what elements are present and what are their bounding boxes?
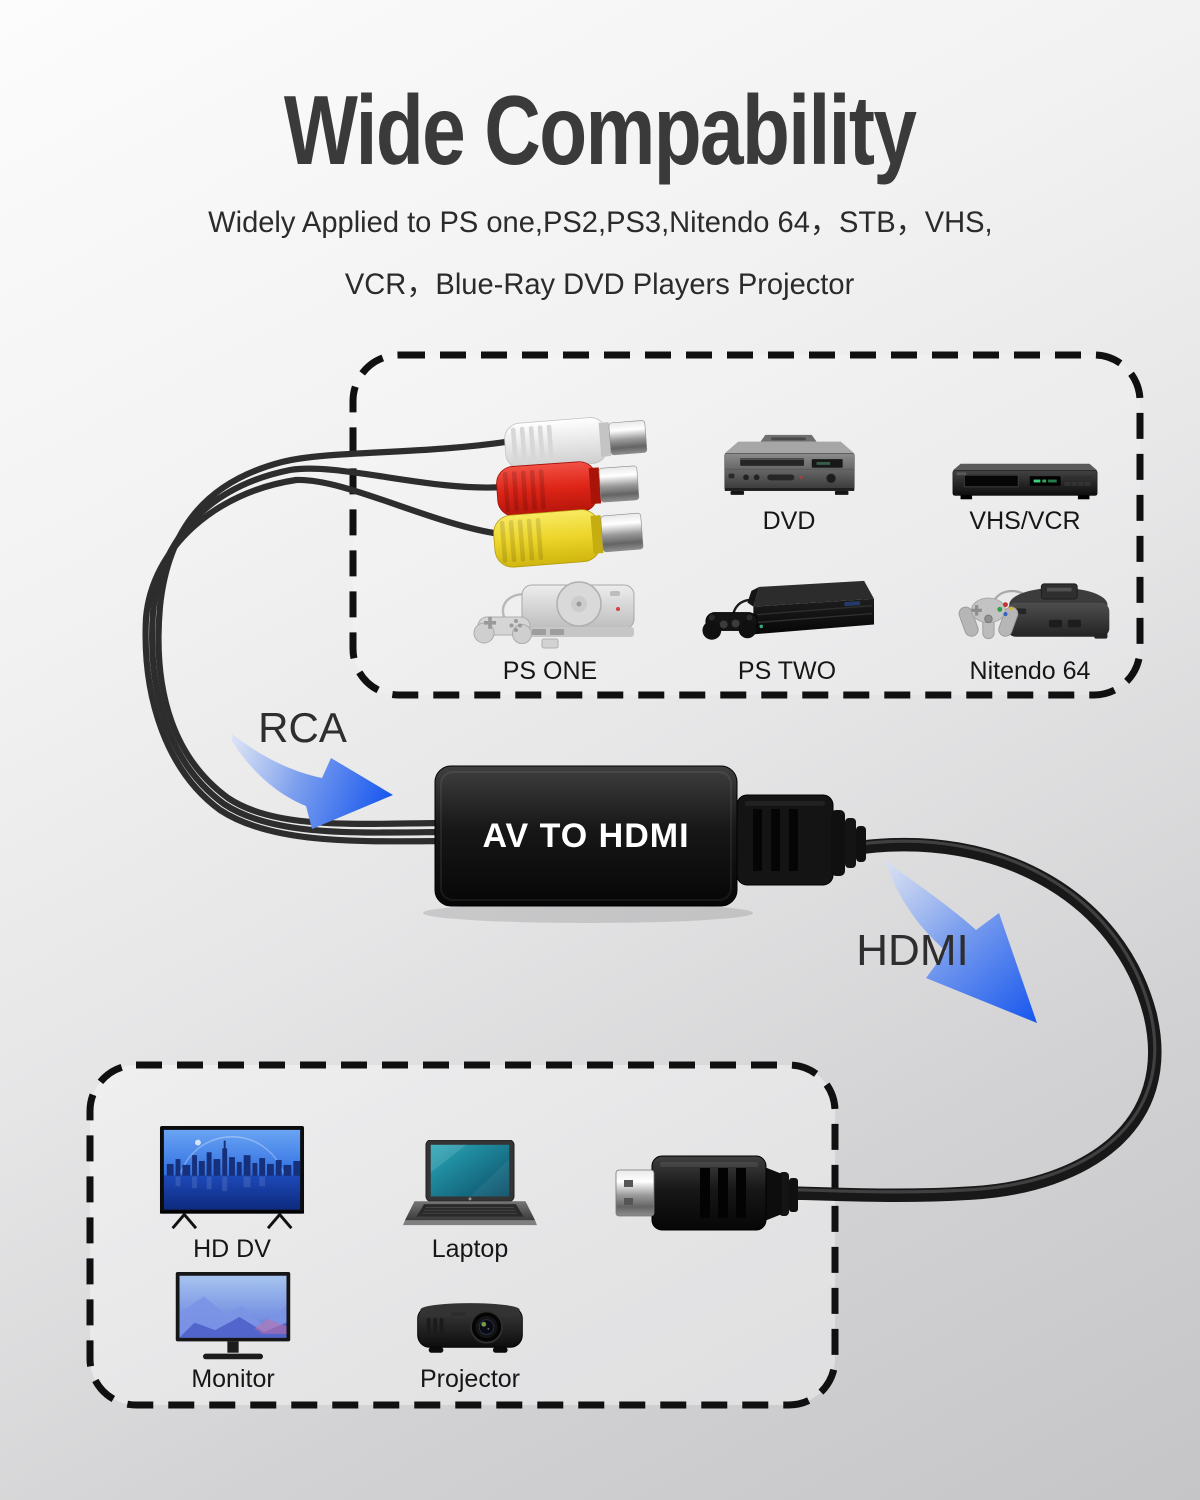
nintendo-64-console-icon (958, 583, 1110, 640)
monitor-icon (175, 1271, 291, 1360)
rca-label: RCA (258, 704, 347, 751)
hdmi-plug-icon (615, 1155, 798, 1231)
hdmi-cable (786, 837, 1162, 1203)
device-label-hddv: HD DV (193, 1235, 271, 1263)
device-label-psone: PS ONE (502, 657, 598, 685)
device-card-projector: Projector (370, 1264, 570, 1394)
vhs-vcr-icon (952, 463, 1098, 500)
device-label-laptop: Laptop (431, 1235, 509, 1263)
ps-two-console-icon (702, 580, 875, 640)
device-label-pstwo: PS TWO (737, 657, 837, 685)
subtitle-line-1: Widely Applied to PS one,PS2,PS3,Nitendo… (207, 206, 993, 239)
subtitle-line-2: VCR，Blue-Ray DVD Players Projector (345, 268, 855, 301)
device-card-vhs: VHS/VCR (925, 428, 1125, 536)
device-label-monitor: Monitor (191, 1365, 275, 1393)
projector-icon (417, 1303, 523, 1353)
device-card-hddv: HD DV (132, 1124, 332, 1264)
rca-plug-white-icon (504, 417, 648, 470)
page-title: Wide Compability (284, 75, 917, 185)
ps-one-console-icon (473, 581, 634, 649)
device-label-dvd: DVD (762, 507, 816, 535)
device-card-psone: PS ONE (450, 556, 650, 686)
device-label-n64: Nitendo 64 (969, 657, 1091, 685)
laptop-icon (403, 1140, 537, 1226)
device-card-dvd: DVD (689, 428, 889, 536)
device-card-pstwo: PS TWO (687, 556, 887, 686)
converter-shadow (423, 903, 753, 923)
converter-label: AV TO HDMI (482, 817, 690, 855)
device-card-laptop: Laptop (370, 1124, 570, 1264)
rca-plug-red-icon (496, 461, 640, 517)
hd-tv-icon (159, 1125, 305, 1230)
device-card-n64: Nitendo 64 (930, 556, 1130, 686)
device-label-projector: Projector (419, 1365, 521, 1393)
device-label-vhs: VHS/VCR (969, 507, 1081, 535)
dvd-player-icon (723, 435, 855, 496)
hdmi-label: HDMI (856, 926, 969, 975)
device-card-monitor: Monitor (133, 1264, 333, 1394)
